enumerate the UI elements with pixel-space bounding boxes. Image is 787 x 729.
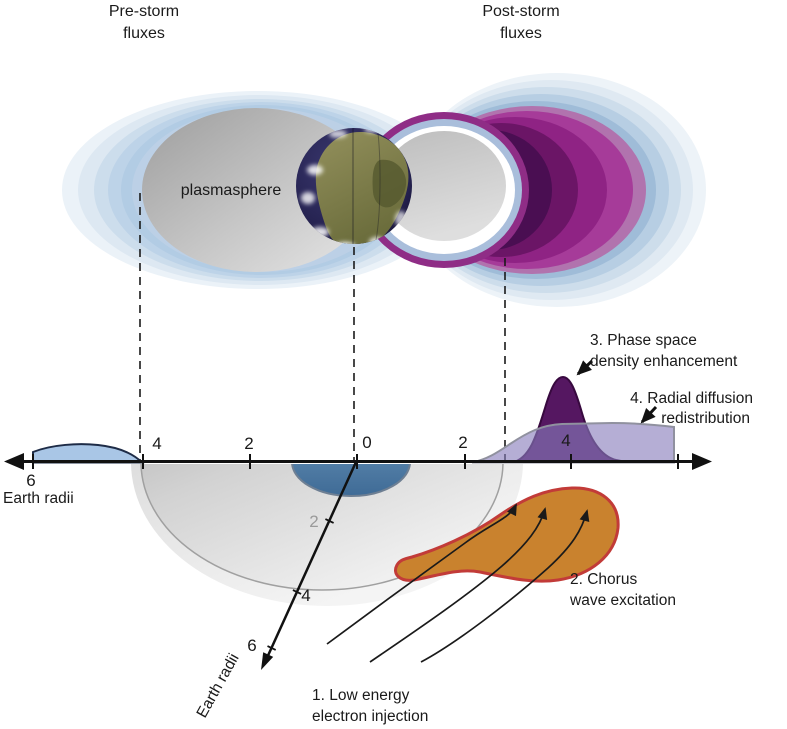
diagonal-axis-line (264, 461, 358, 661)
chorus-annotation: 2. Chorus (570, 571, 637, 588)
dashed-guide-lines (139, 193, 506, 461)
diagonal-axis (261, 461, 358, 670)
axis-arrow-left (4, 453, 24, 470)
axis-arrow-right (692, 453, 712, 470)
plasmasphere-right-lobe (382, 131, 506, 241)
chorus-annotation-line2: wave excitation (569, 592, 676, 609)
plasmasphere-label: plasmasphere (181, 182, 282, 199)
diagonal-tick-label-4: 4 (301, 586, 310, 605)
injection-arrow (369, 507, 548, 663)
axis-tick-label-0: 0 (362, 433, 371, 452)
earth-globe (296, 128, 412, 244)
injection-annotation: 1. Low energy (312, 687, 410, 704)
pre-storm-label: Pre-storm (109, 3, 179, 20)
injection-annotation-line2: electron injection (312, 708, 428, 725)
radial-annotation: 4. Radial diffusion (630, 390, 753, 407)
earth-cross-section (291, 464, 411, 497)
axis-ticks (32, 454, 679, 469)
injection-arrow (420, 509, 590, 663)
chorus-wave-region (394, 486, 620, 583)
horizontal-axis (4, 453, 712, 470)
earth-meridian-line (375, 132, 381, 241)
diagonal-axis-arrow (261, 652, 274, 670)
psd-annotation-line2: density enhancement (590, 353, 738, 370)
axis-tick-label-4-right: 4 (561, 431, 570, 450)
diagonal-axis-ticks (267, 518, 334, 651)
diagonal-axis-title: Earth radii (194, 651, 243, 721)
radial-annotation-line2: redistribution (661, 410, 750, 427)
pre-storm-flux-profile (32, 443, 145, 464)
injection-arrows (326, 503, 590, 663)
post-storm-label-line2: fluxes (500, 25, 542, 42)
radial-pointer-arrow (640, 405, 658, 424)
axis-tick-label-6-left: 6 (26, 471, 35, 490)
pre-storm-label-line2: fluxes (123, 25, 165, 42)
injection-arrow (326, 503, 517, 645)
axis-tick-label-2-right: 2 (458, 433, 467, 452)
diagonal-tick-label-6: 6 (247, 636, 256, 655)
text-labels: Pre-storm fluxes Post-storm fluxes plasm… (3, 3, 753, 725)
psd-annotation: 3. Phase space (590, 332, 697, 349)
radial-diffusion-profile (471, 421, 675, 464)
axis-tick-label-2-left: 2 (244, 434, 253, 453)
psd-pointer-arrow (576, 359, 594, 376)
post-storm-label: Post-storm (482, 3, 559, 20)
axis-tick-label-4-left: 4 (152, 434, 161, 453)
earth-continent-patch (372, 159, 407, 208)
diagonal-tick-label-2: 2 (309, 512, 318, 531)
horizontal-axis-title: Earth radii (3, 490, 74, 507)
